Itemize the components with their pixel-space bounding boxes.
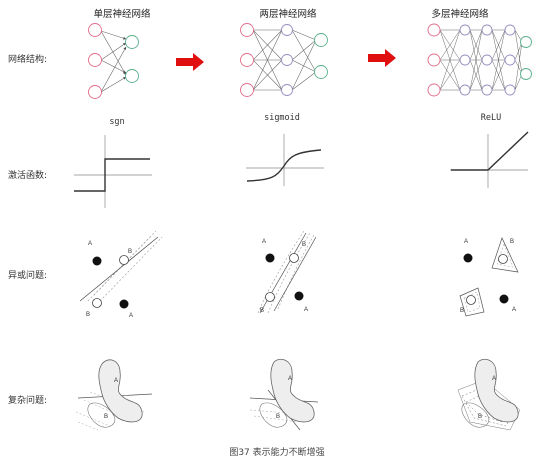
sgn-function-plot [74,135,152,208]
single-layer-network-diagram [88,23,139,99]
function-name-relu: ReLU [480,113,502,123]
xor-point-a-2 [119,299,129,309]
multi-layer-network-diagram [427,23,532,97]
svg-text:A: A [88,241,92,247]
function-name-sigmoid: sigmoid [264,113,300,123]
svg-text:A: A [114,378,118,384]
svg-text:A: A [492,376,496,382]
relu-function-plot [450,131,529,188]
svg-text:A: A [262,239,266,245]
complex-single-layer-plot: A B [75,359,153,431]
sigmoid-function-plot [246,134,324,186]
row-label-structure: 网络结构: [8,55,48,65]
xor-single-layer-plot: A B B A [79,230,163,319]
column-title-single-layer: 单层神经网络 [93,9,151,20]
xor-multi-layer-plot: A B B A [459,237,519,317]
function-name-sgn: sgn [109,117,125,127]
row-label-xor: 异或问题: [8,271,48,281]
xor-point-a-1 [92,256,102,266]
svg-text:B: B [86,312,90,318]
xor-point-b-1 [119,255,129,265]
figure-caption: 图37 表示能力不断增强 [229,448,325,458]
svg-text:B: B [128,249,132,255]
svg-text:B: B [276,414,280,420]
svg-text:B: B [302,242,306,248]
svg-text:A: A [129,313,133,319]
svg-text:A: A [464,239,468,245]
complex-two-layer-plot: A B [249,358,319,431]
svg-text:B: B [478,414,482,420]
svg-text:B: B [260,308,264,314]
xor-point-b-2 [92,298,102,308]
svg-text:A: A [288,376,292,382]
two-layer-network-diagram [240,23,328,97]
column-title-multi-layer: 多层神经网络 [431,9,489,20]
progression-arrow-1 [176,53,204,71]
xor-two-layer-plot: A B B A [257,230,317,314]
svg-text:A: A [512,307,516,313]
column-title-two-layer: 两层神经网络 [259,9,317,20]
row-label-complex: 复杂问题: [8,396,48,406]
svg-text:B: B [104,414,108,420]
svg-text:A: A [304,307,308,313]
row-label-activation: 激活函数: [8,171,48,181]
svg-text:B: B [510,239,514,245]
progression-arrow-2 [368,49,396,67]
svg-text:B: B [460,308,464,314]
complex-multi-layer-plot: A B [457,358,521,431]
